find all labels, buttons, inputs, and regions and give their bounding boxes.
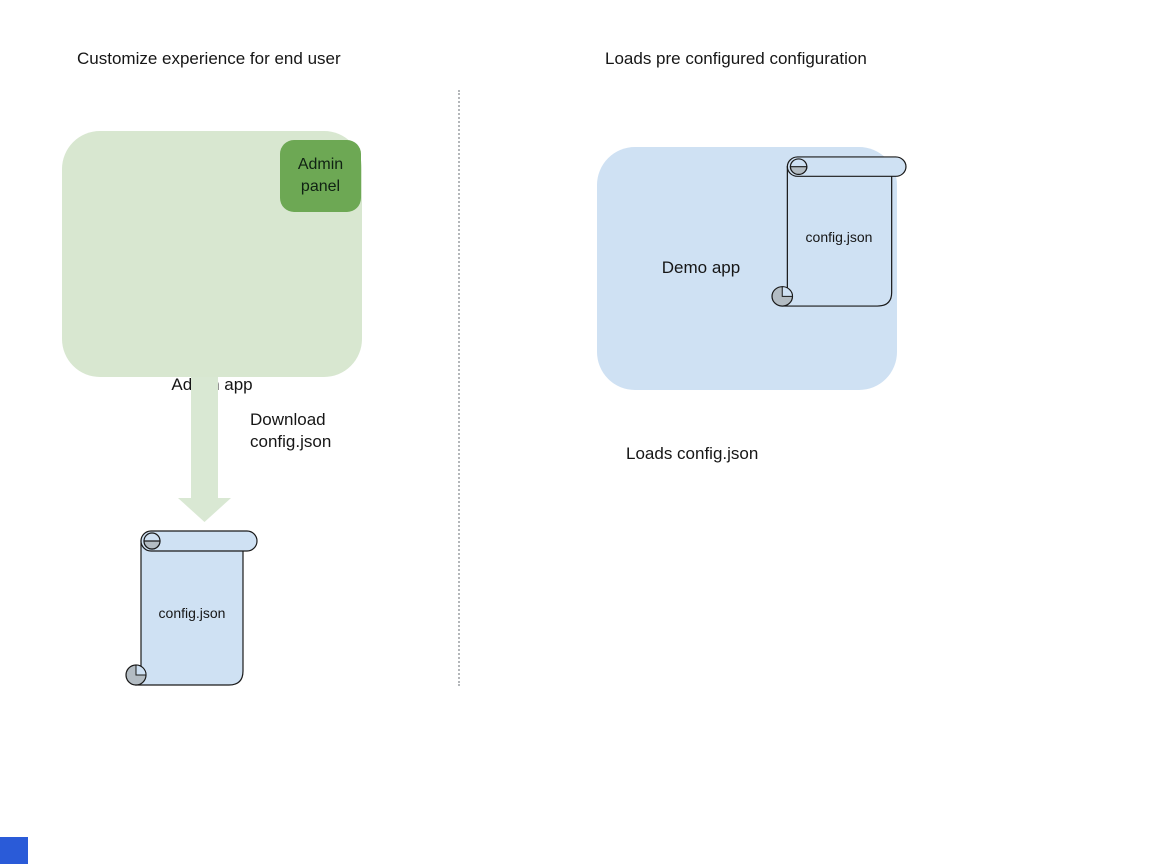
admin-panel-label: Admin panel xyxy=(297,156,344,195)
right-section-title: Loads pre configured configuration xyxy=(605,49,867,68)
config-scroll-left-label: config.json xyxy=(158,605,226,621)
download-caption: Download config.json xyxy=(250,410,332,451)
demo-app-label: Demo app xyxy=(661,258,741,277)
admin-app-box: Admin app Admin panel xyxy=(62,131,362,394)
config-scroll-right-label: config.json xyxy=(805,229,873,245)
left-section-title: Customize experience for end user xyxy=(77,49,341,68)
admin-panel-box: Admin panel xyxy=(280,140,361,212)
section-divider xyxy=(458,90,460,686)
blue-corner-square xyxy=(0,837,28,864)
loads-caption: Loads config.json xyxy=(626,444,759,463)
download-arrow-icon xyxy=(178,377,231,522)
